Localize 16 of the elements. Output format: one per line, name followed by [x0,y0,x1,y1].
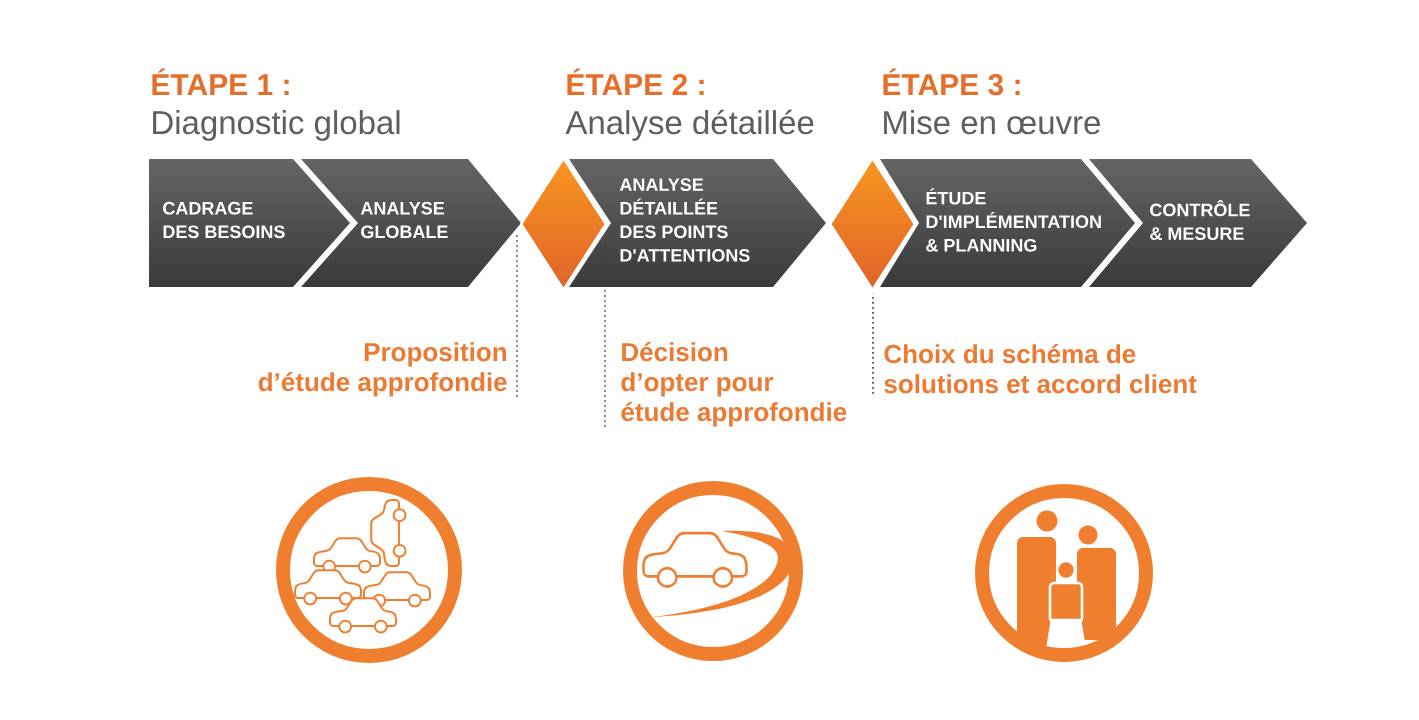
chevron-step: ANALYSE DÉTAILLÉE DES POINTS D'ATTENTIONS [619,178,750,262]
step-heading: ÉTAPE 1 : [152,68,289,95]
chevron-step: ANALYSE GLOBALE [360,201,448,239]
step-heading: ÉTAPE 2 : [567,68,704,95]
chevron-step: ÉTUDE D'IMPLÉMENTATION & PLANNING [926,188,1101,252]
leader-line [516,233,518,398]
note-text: Décision d’opter pour étude approfondie [621,341,847,427]
note-text: Proposition d’étude approfondie [258,342,507,397]
leader-line [604,239,606,428]
chevron-step: CADRAGE DES BESOINS [163,201,285,239]
note-text: Choix du schéma de solutions et accord client [884,343,1197,394]
step-title: Diagnostic global [153,110,400,141]
step-heading: ÉTAPE 3 : [883,68,1020,96]
chevron-step: CONTRÔLE & MESURE [1150,200,1250,240]
step-title: Analyse détaillée [565,109,814,141]
step-title: Mise en œuvre [884,110,1100,135]
